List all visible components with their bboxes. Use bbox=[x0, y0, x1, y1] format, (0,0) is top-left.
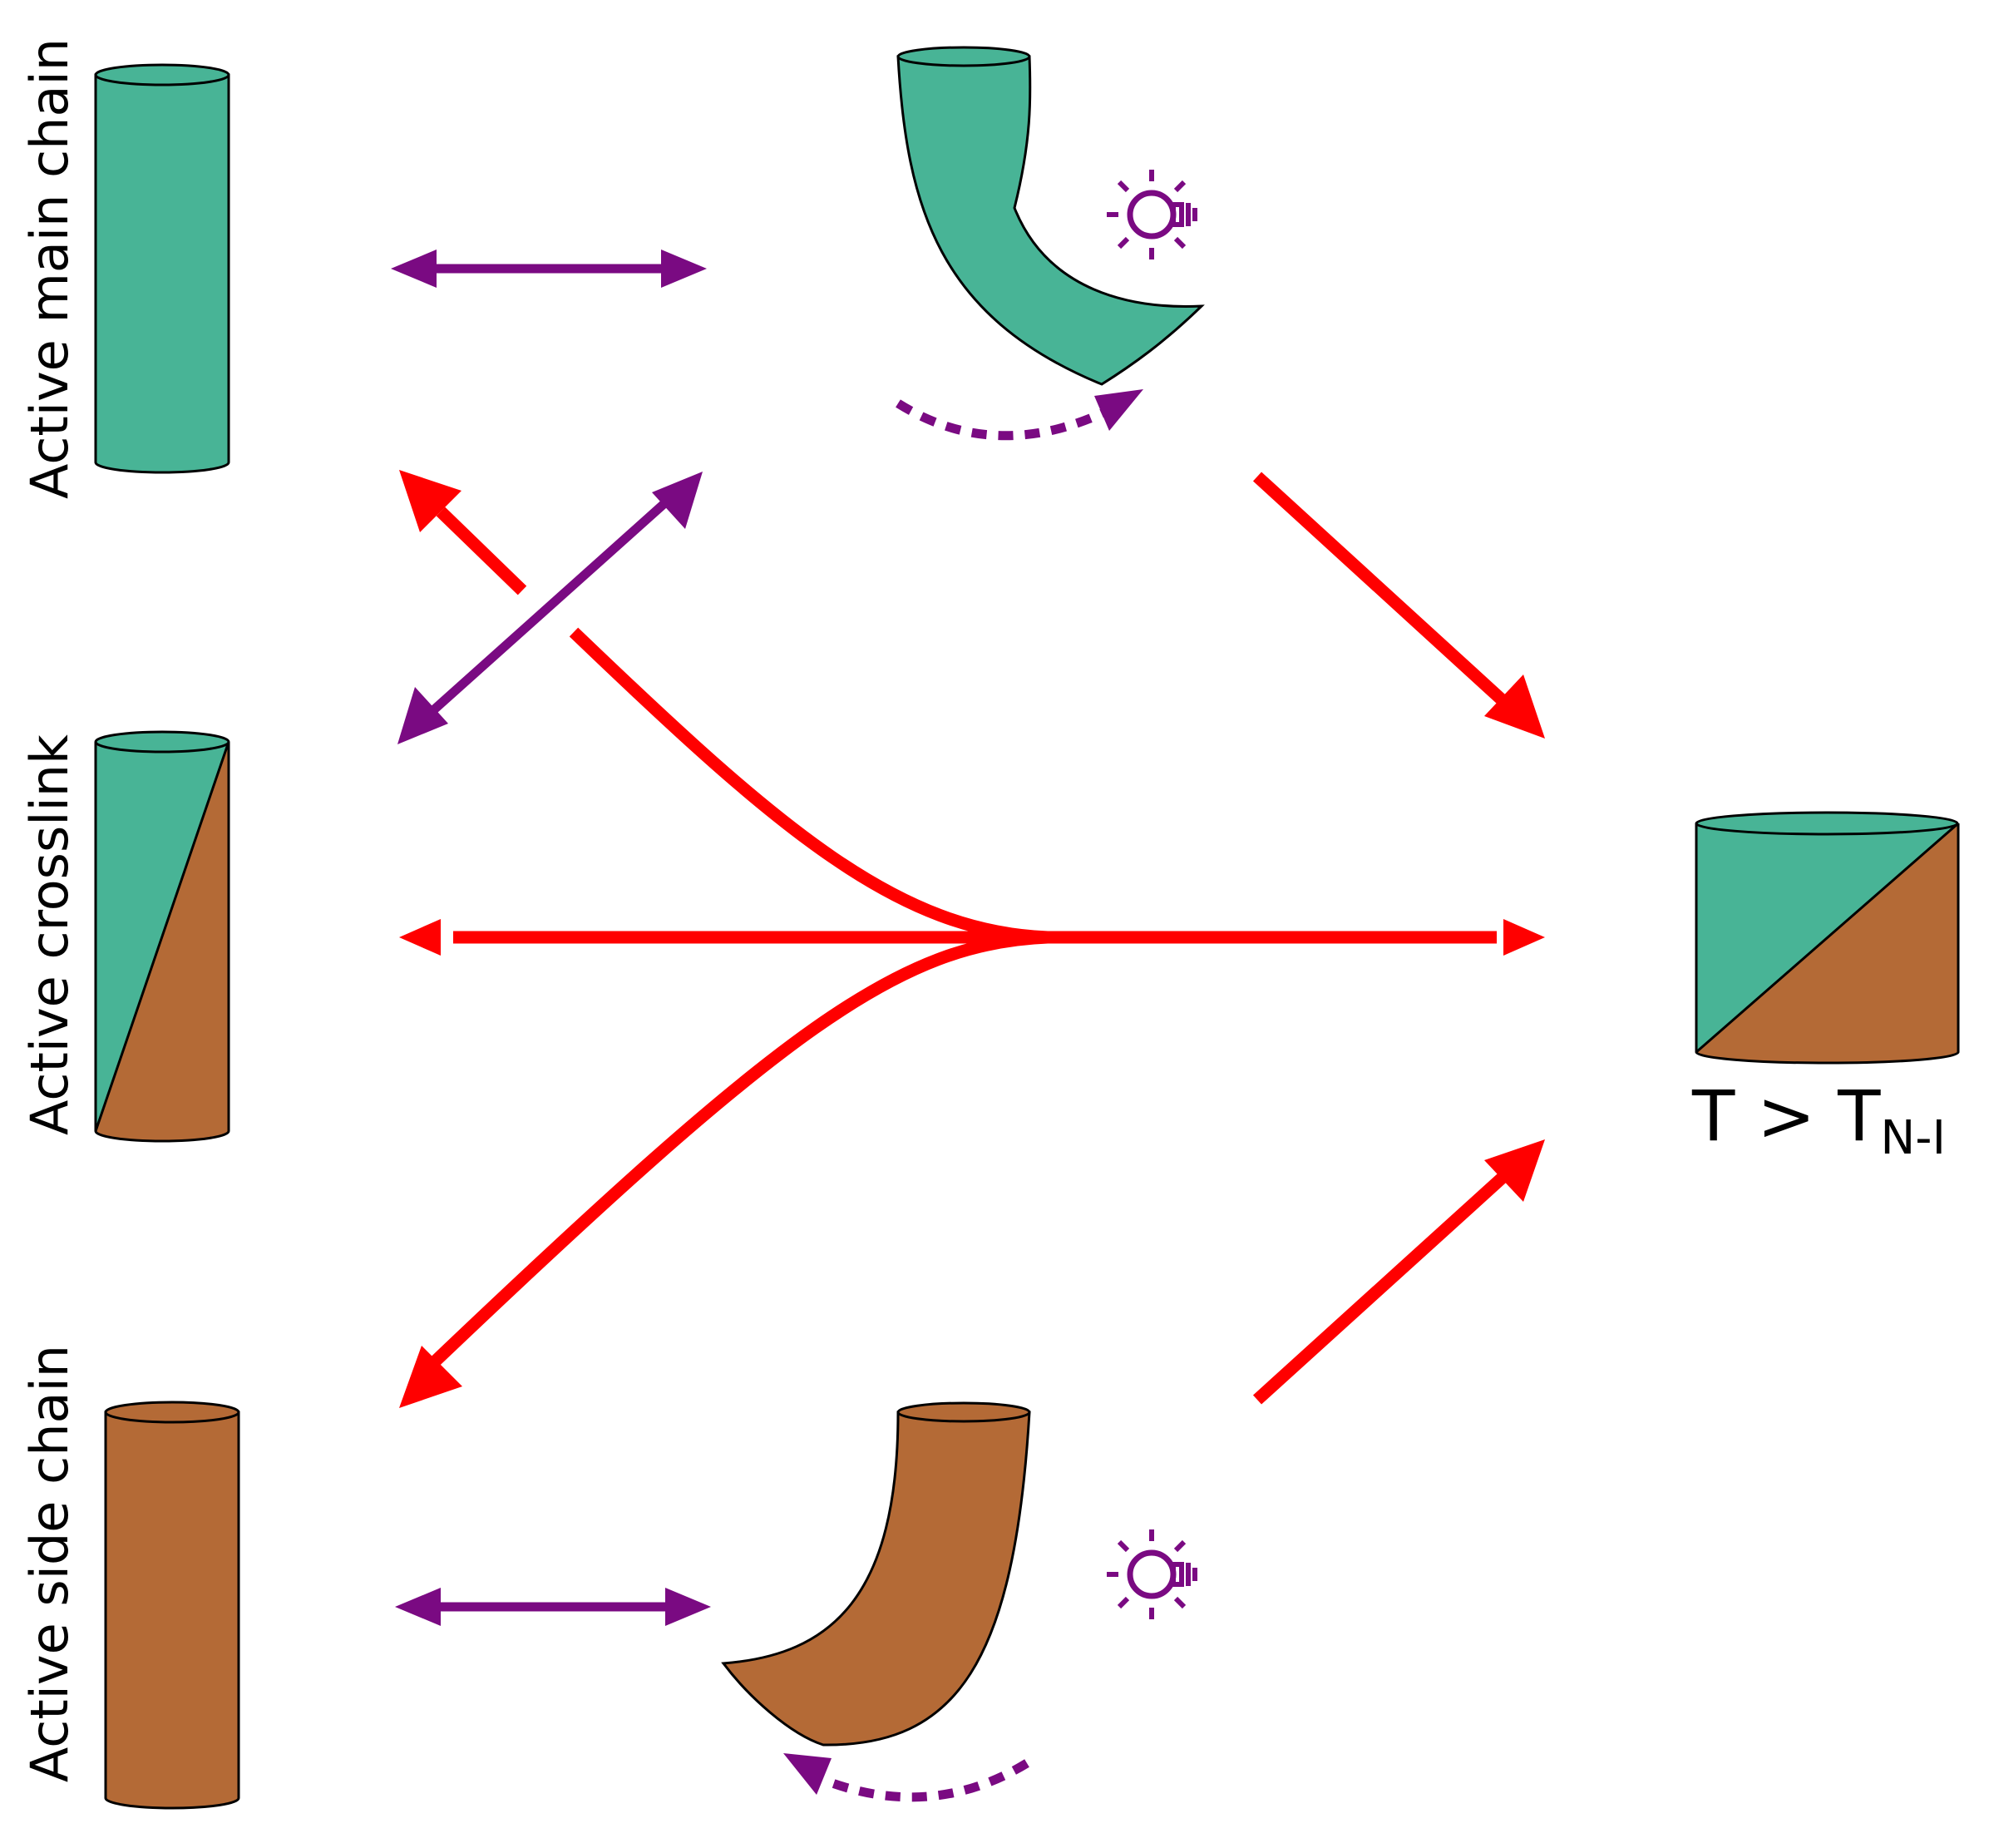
temperature-main: T > T bbox=[1692, 1075, 1881, 1157]
temperature-subscript: N-I bbox=[1880, 1111, 1947, 1165]
arrowhead bbox=[399, 470, 461, 532]
arrowhead bbox=[652, 472, 703, 529]
arrowhead bbox=[783, 1753, 832, 1795]
arrowhead bbox=[1484, 1139, 1545, 1202]
thermal-arrows bbox=[399, 470, 1545, 1408]
crosslink-cylinder bbox=[94, 730, 230, 1143]
arrowhead bbox=[397, 687, 448, 744]
bent-main-chain bbox=[896, 46, 1205, 386]
photo-arrows bbox=[391, 250, 1143, 1802]
arrowhead bbox=[399, 919, 441, 956]
temperature-label: T > TN-I bbox=[1692, 1081, 1946, 1162]
arrowhead bbox=[1503, 919, 1545, 956]
arrowhead bbox=[1484, 674, 1545, 739]
arrowhead bbox=[1094, 389, 1143, 431]
isotropic-cylinder bbox=[1695, 811, 1960, 1065]
main-chain-label: Active main chain bbox=[19, 37, 80, 500]
bent-side-chain bbox=[721, 1401, 1031, 1747]
arrowhead bbox=[661, 250, 707, 288]
light-bulb-icon bbox=[1107, 170, 1197, 259]
side-chain-label: Active side chain bbox=[19, 1344, 80, 1783]
crosslink-label: Active crosslink bbox=[19, 734, 80, 1135]
side-chain-cylinder bbox=[104, 1401, 240, 1810]
arrowhead bbox=[665, 1588, 711, 1626]
light-bulb-icon bbox=[1107, 1529, 1197, 1619]
arrowhead bbox=[395, 1588, 441, 1626]
arrowhead bbox=[399, 1346, 462, 1408]
arrowhead bbox=[391, 250, 437, 288]
main-chain-cylinder bbox=[94, 63, 230, 474]
